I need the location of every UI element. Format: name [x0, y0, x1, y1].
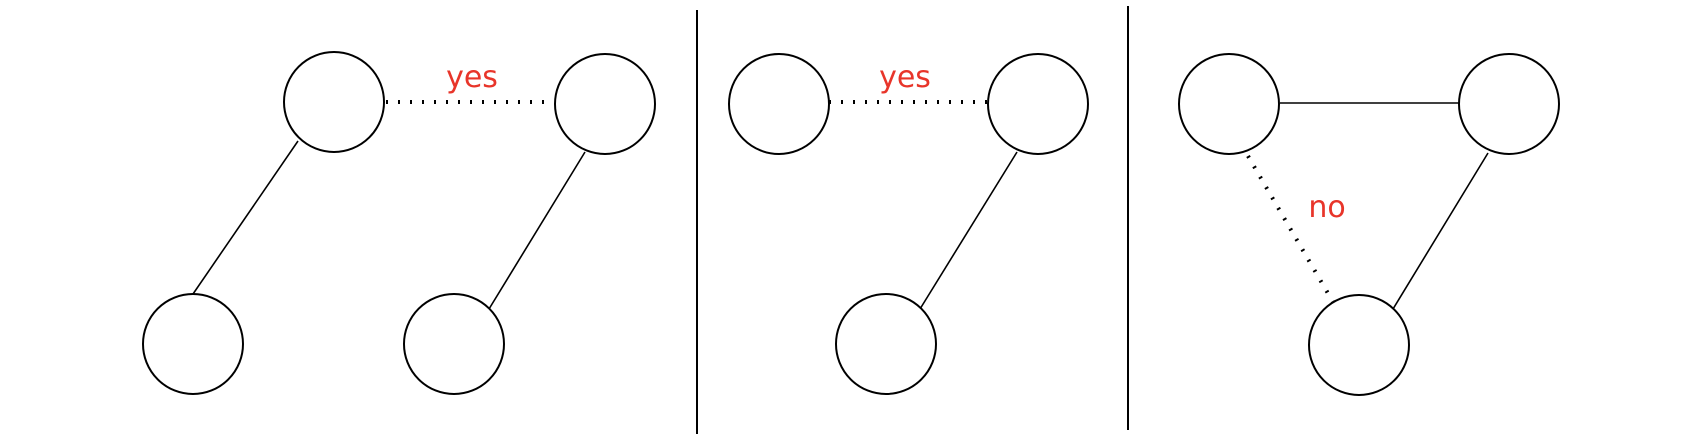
panel-3-edge-a-c [1246, 154, 1335, 304]
panel-2: yes [728, 53, 1089, 395]
panel-2-node-b [987, 53, 1089, 155]
panel-3-node-a [1178, 53, 1280, 155]
panel-1-node-b [554, 53, 656, 155]
panel-2-edge-b-c [919, 151, 1018, 310]
panel-3-node-c [1308, 294, 1410, 396]
panel-1-node-d [403, 293, 505, 395]
panel-1-node-a [283, 51, 385, 153]
panel-3-node-b [1458, 53, 1560, 155]
panel-1-edge-a-c [192, 140, 299, 295]
panel-3-edge-label: no [1308, 190, 1345, 225]
panel-2-node-a [728, 53, 830, 155]
panel-1-edge-label: yes [446, 60, 498, 95]
panel-1-node-c [142, 293, 244, 395]
panel-1: yes [142, 51, 656, 395]
panel-1-edge-b-d [488, 151, 586, 310]
panel-3: no [1178, 53, 1560, 396]
panel-3-edge-b-c [1392, 152, 1489, 310]
panel-2-edge-label: yes [879, 60, 931, 95]
panel-2-node-c [835, 293, 937, 395]
